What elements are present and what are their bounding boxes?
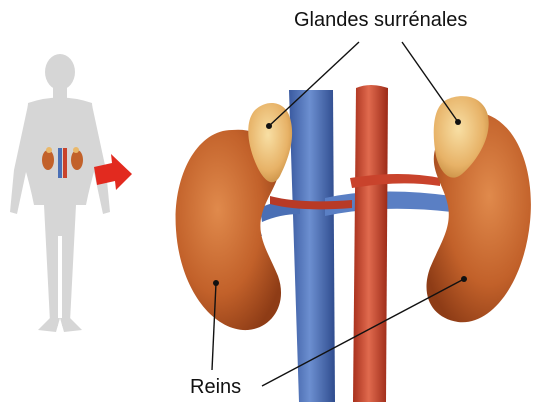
kidneys-label: Reins: [190, 377, 241, 397]
human-silhouette-icon: [10, 54, 110, 332]
adrenal-glands-label: Glandes surrénales: [294, 10, 467, 30]
